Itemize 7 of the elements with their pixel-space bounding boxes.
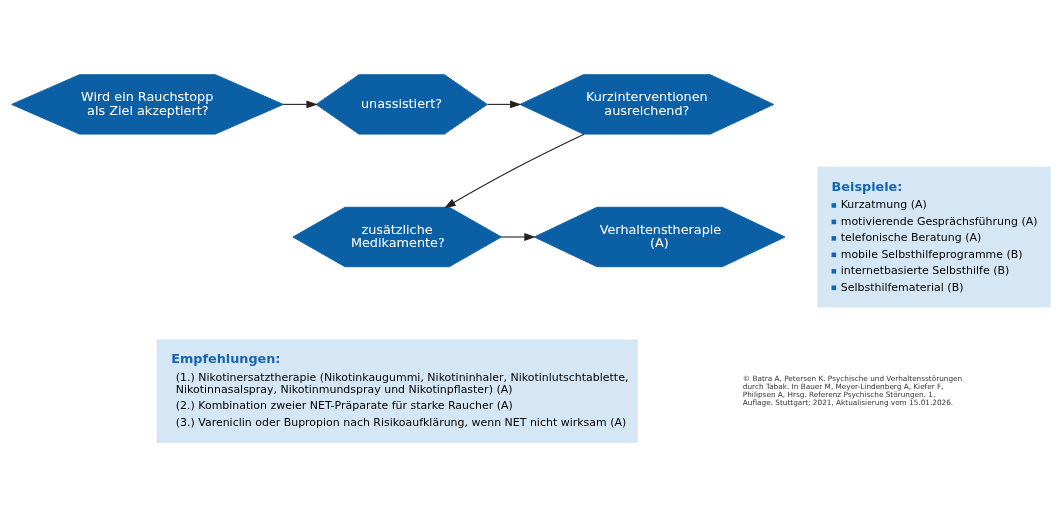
arrow xyxy=(500,233,536,241)
label: © Batra A, Petersen K. Psychische und Verhaltensstörungen durch Tabak. In Bauer M, Meyer-Lindenberg A, Kiefer F, Philipsen A, Hrsg. Referenz Psychische Störungen. 1. Auflage. Stuttgart; 2021, Aktualisierung vom 15.01.2026. xyxy=(742,373,963,408)
node-box: Empfehlungen: (1.) Nikotinersatztherapie (Nikotinkaugummi, Nikotininhaler, Nikotinlutschtablette, Nikotinnasalspray, Nikotinmundspray und Nikotinpflaster) (A) (2.) Kombination zweier NET-Präparate für starke Raucher (A) (3.) Vareniclin oder Bupropion nach Risikoaufklärung, wenn NET nicht wirksam (A) xyxy=(156,339,638,443)
arrow xyxy=(486,100,522,109)
arrow xyxy=(282,100,318,109)
arrow xyxy=(444,133,585,209)
node-box: Beispiele: Kurzatmung (A) motivierende Gesprächsführung (A) telefonische Beratung (A) mobile Selbsthilfeprogramme (B) internetbasierte Selbsthilfe (B) Selbsthilfematerial (B) xyxy=(817,166,1051,308)
